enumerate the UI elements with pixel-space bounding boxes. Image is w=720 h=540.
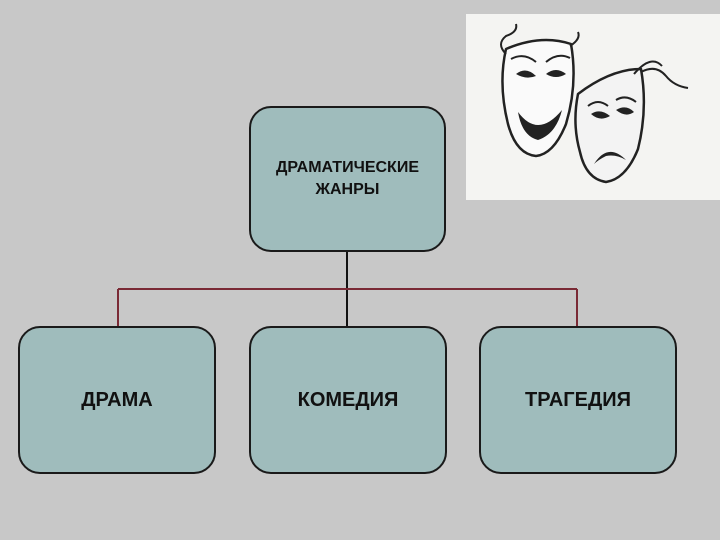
- root-node: ДРАМАТИЧЕСКИЕ ЖАНРЫ: [249, 106, 446, 252]
- child-node-drama: ДРАМА: [18, 326, 216, 474]
- child-node-label: ДРАМА: [81, 388, 153, 411]
- child-node-label: ТРАГЕДИЯ: [525, 388, 631, 411]
- child-node-comedy: КОМЕДИЯ: [249, 326, 447, 474]
- root-node-label: ДРАМАТИЧЕСКИЕ ЖАНРЫ: [276, 159, 419, 198]
- theater-masks-icon: [466, 14, 720, 200]
- child-node-label: КОМЕДИЯ: [297, 388, 399, 411]
- child-node-tragedy: ТРАГЕДИЯ: [479, 326, 677, 474]
